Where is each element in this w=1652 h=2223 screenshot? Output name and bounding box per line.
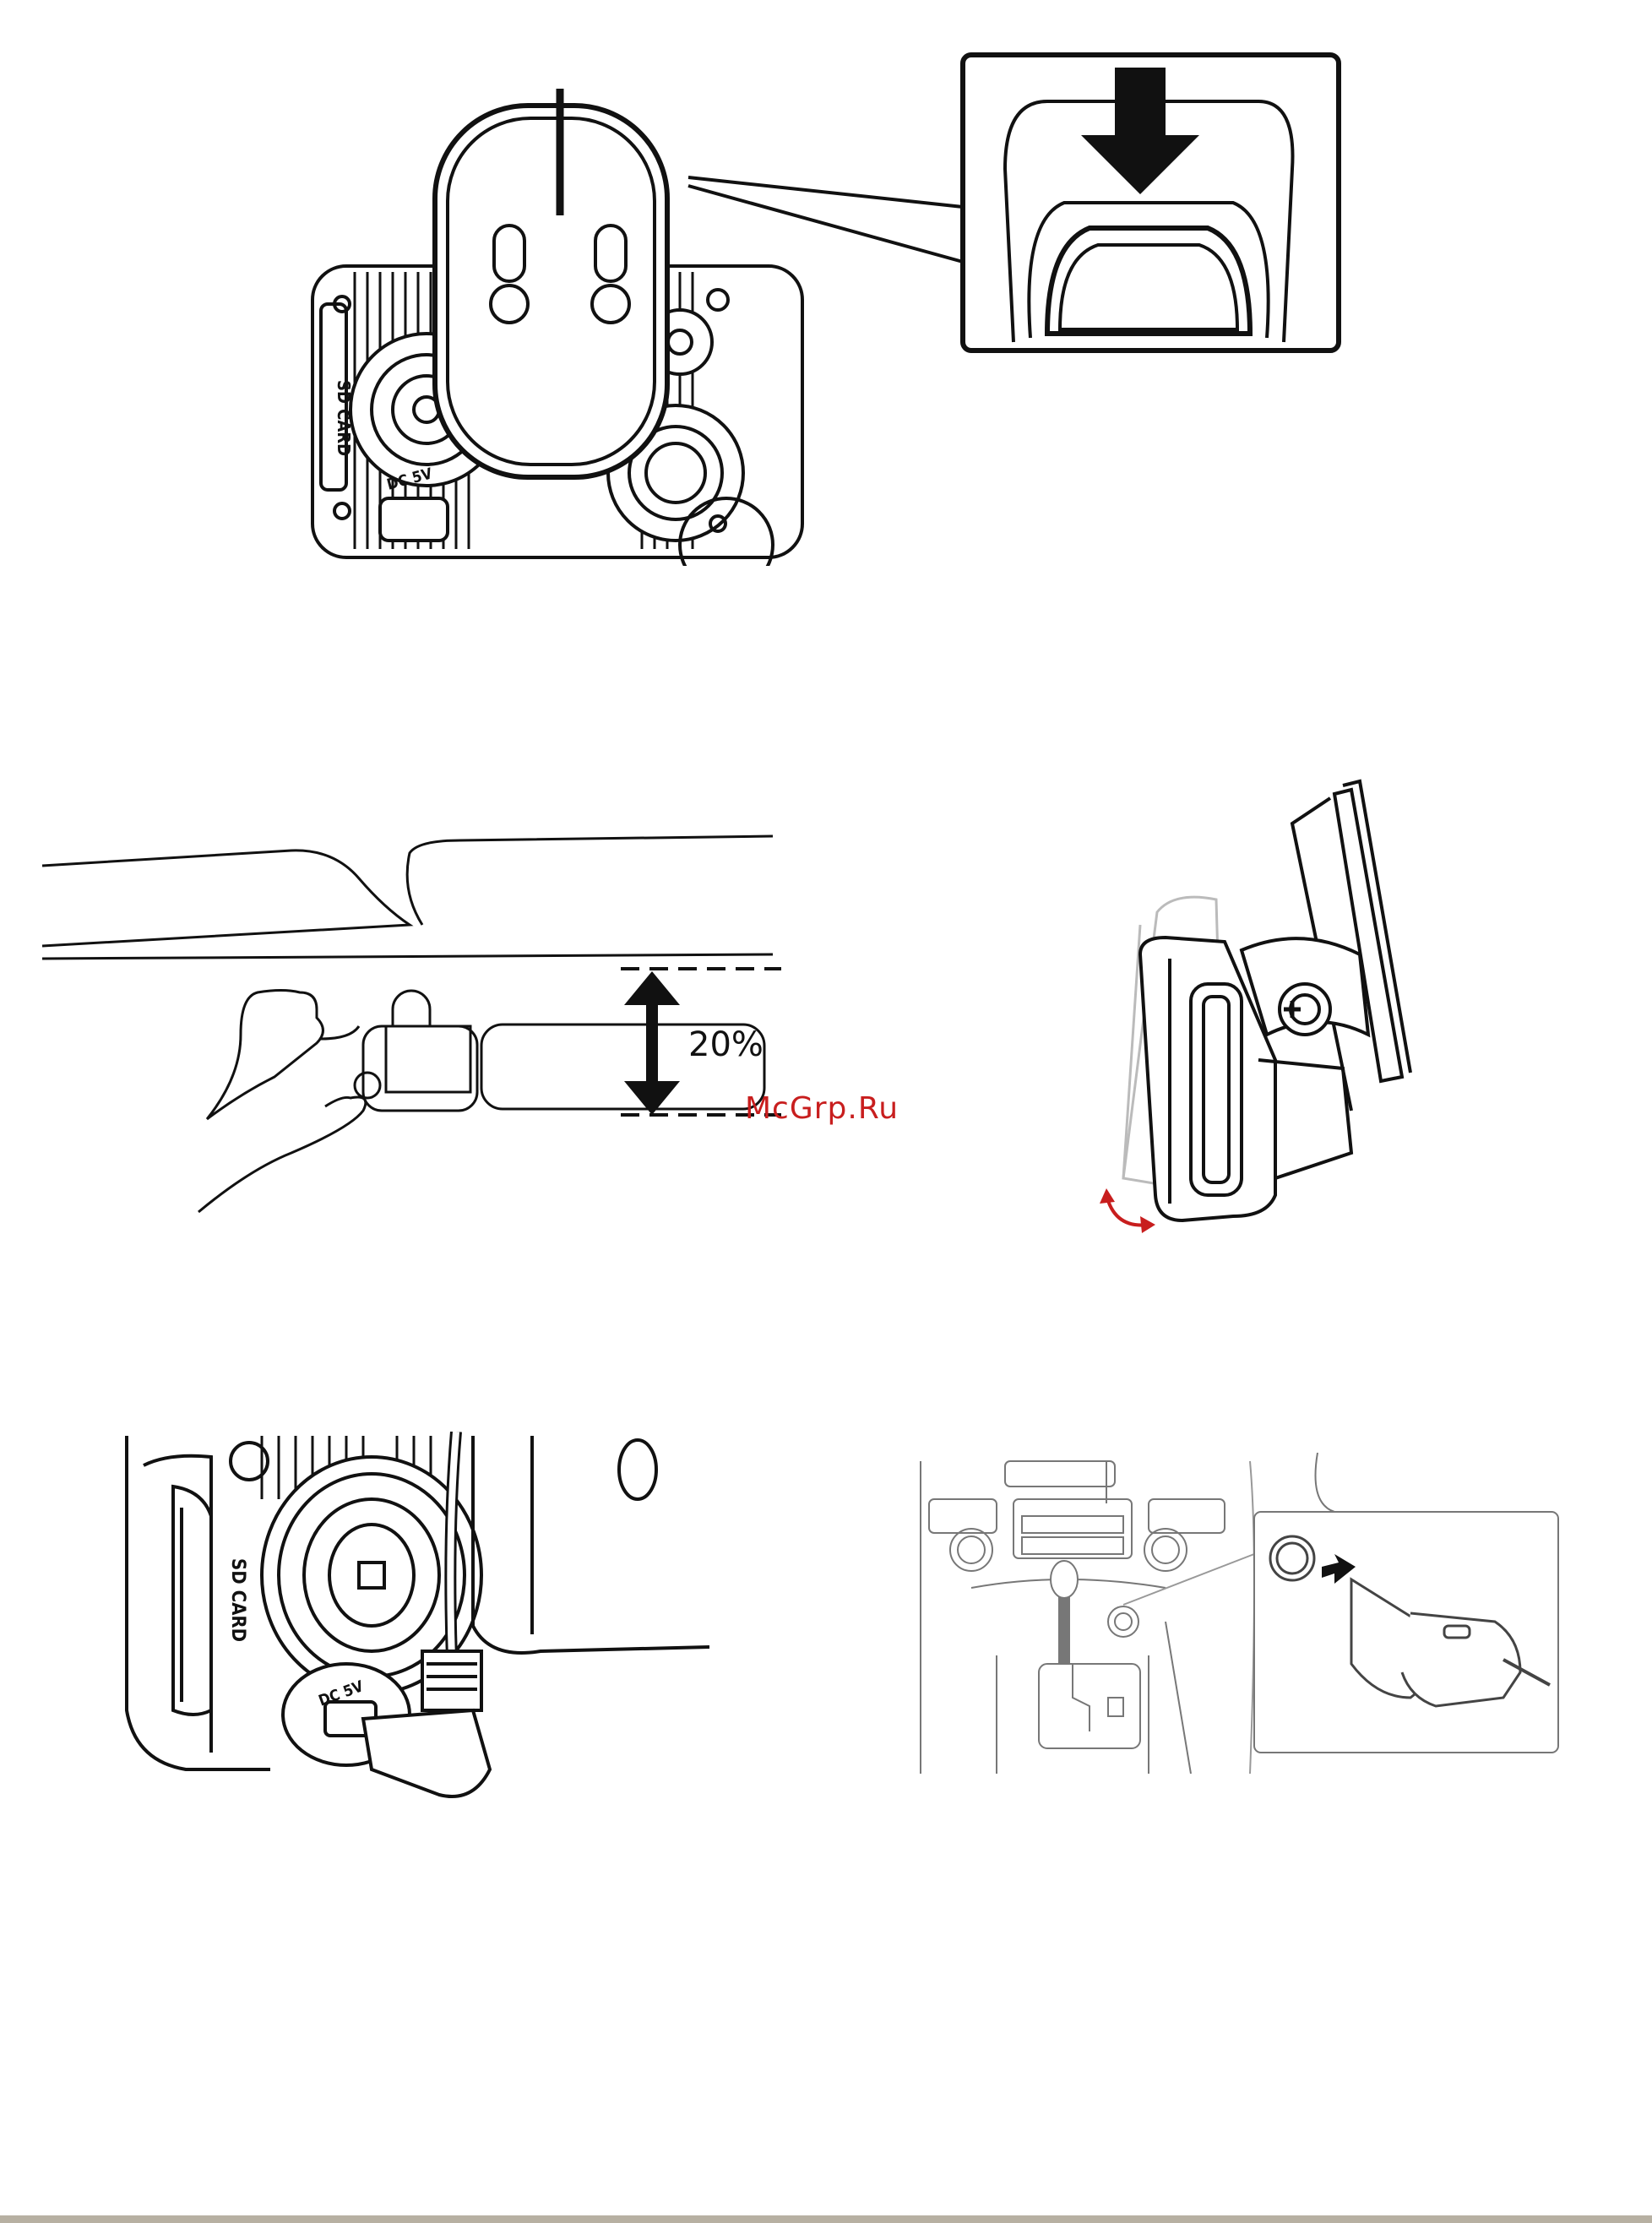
percent-label: 20% [688, 1025, 764, 1064]
figure-windshield-placement: 20% [38, 823, 781, 1220]
height-arrow-icon [624, 971, 680, 1115]
figure-car-charger [912, 1453, 1562, 1774]
cable-connect-illustration: SD CARD DC 5V [118, 1432, 709, 1807]
mount-attach-illustration: SD CARD DC 5V [304, 51, 1351, 566]
car-charger-illustration [912, 1453, 1562, 1774]
figure-mount-attach: SD CARD DC 5V [304, 51, 1351, 566]
windshield-illustration: 20% [38, 823, 781, 1220]
watermark: McGrp.Ru [745, 1091, 899, 1126]
figure-camera-tilt [1090, 756, 1444, 1237]
bottom-rule [0, 2215, 1652, 2223]
card-label: SD CARD [334, 380, 354, 456]
card-label-2: SD CARD [227, 1558, 248, 1642]
figure-cable-connect: SD CARD DC 5V [118, 1432, 709, 1807]
camera-tilt-illustration [1090, 756, 1444, 1237]
